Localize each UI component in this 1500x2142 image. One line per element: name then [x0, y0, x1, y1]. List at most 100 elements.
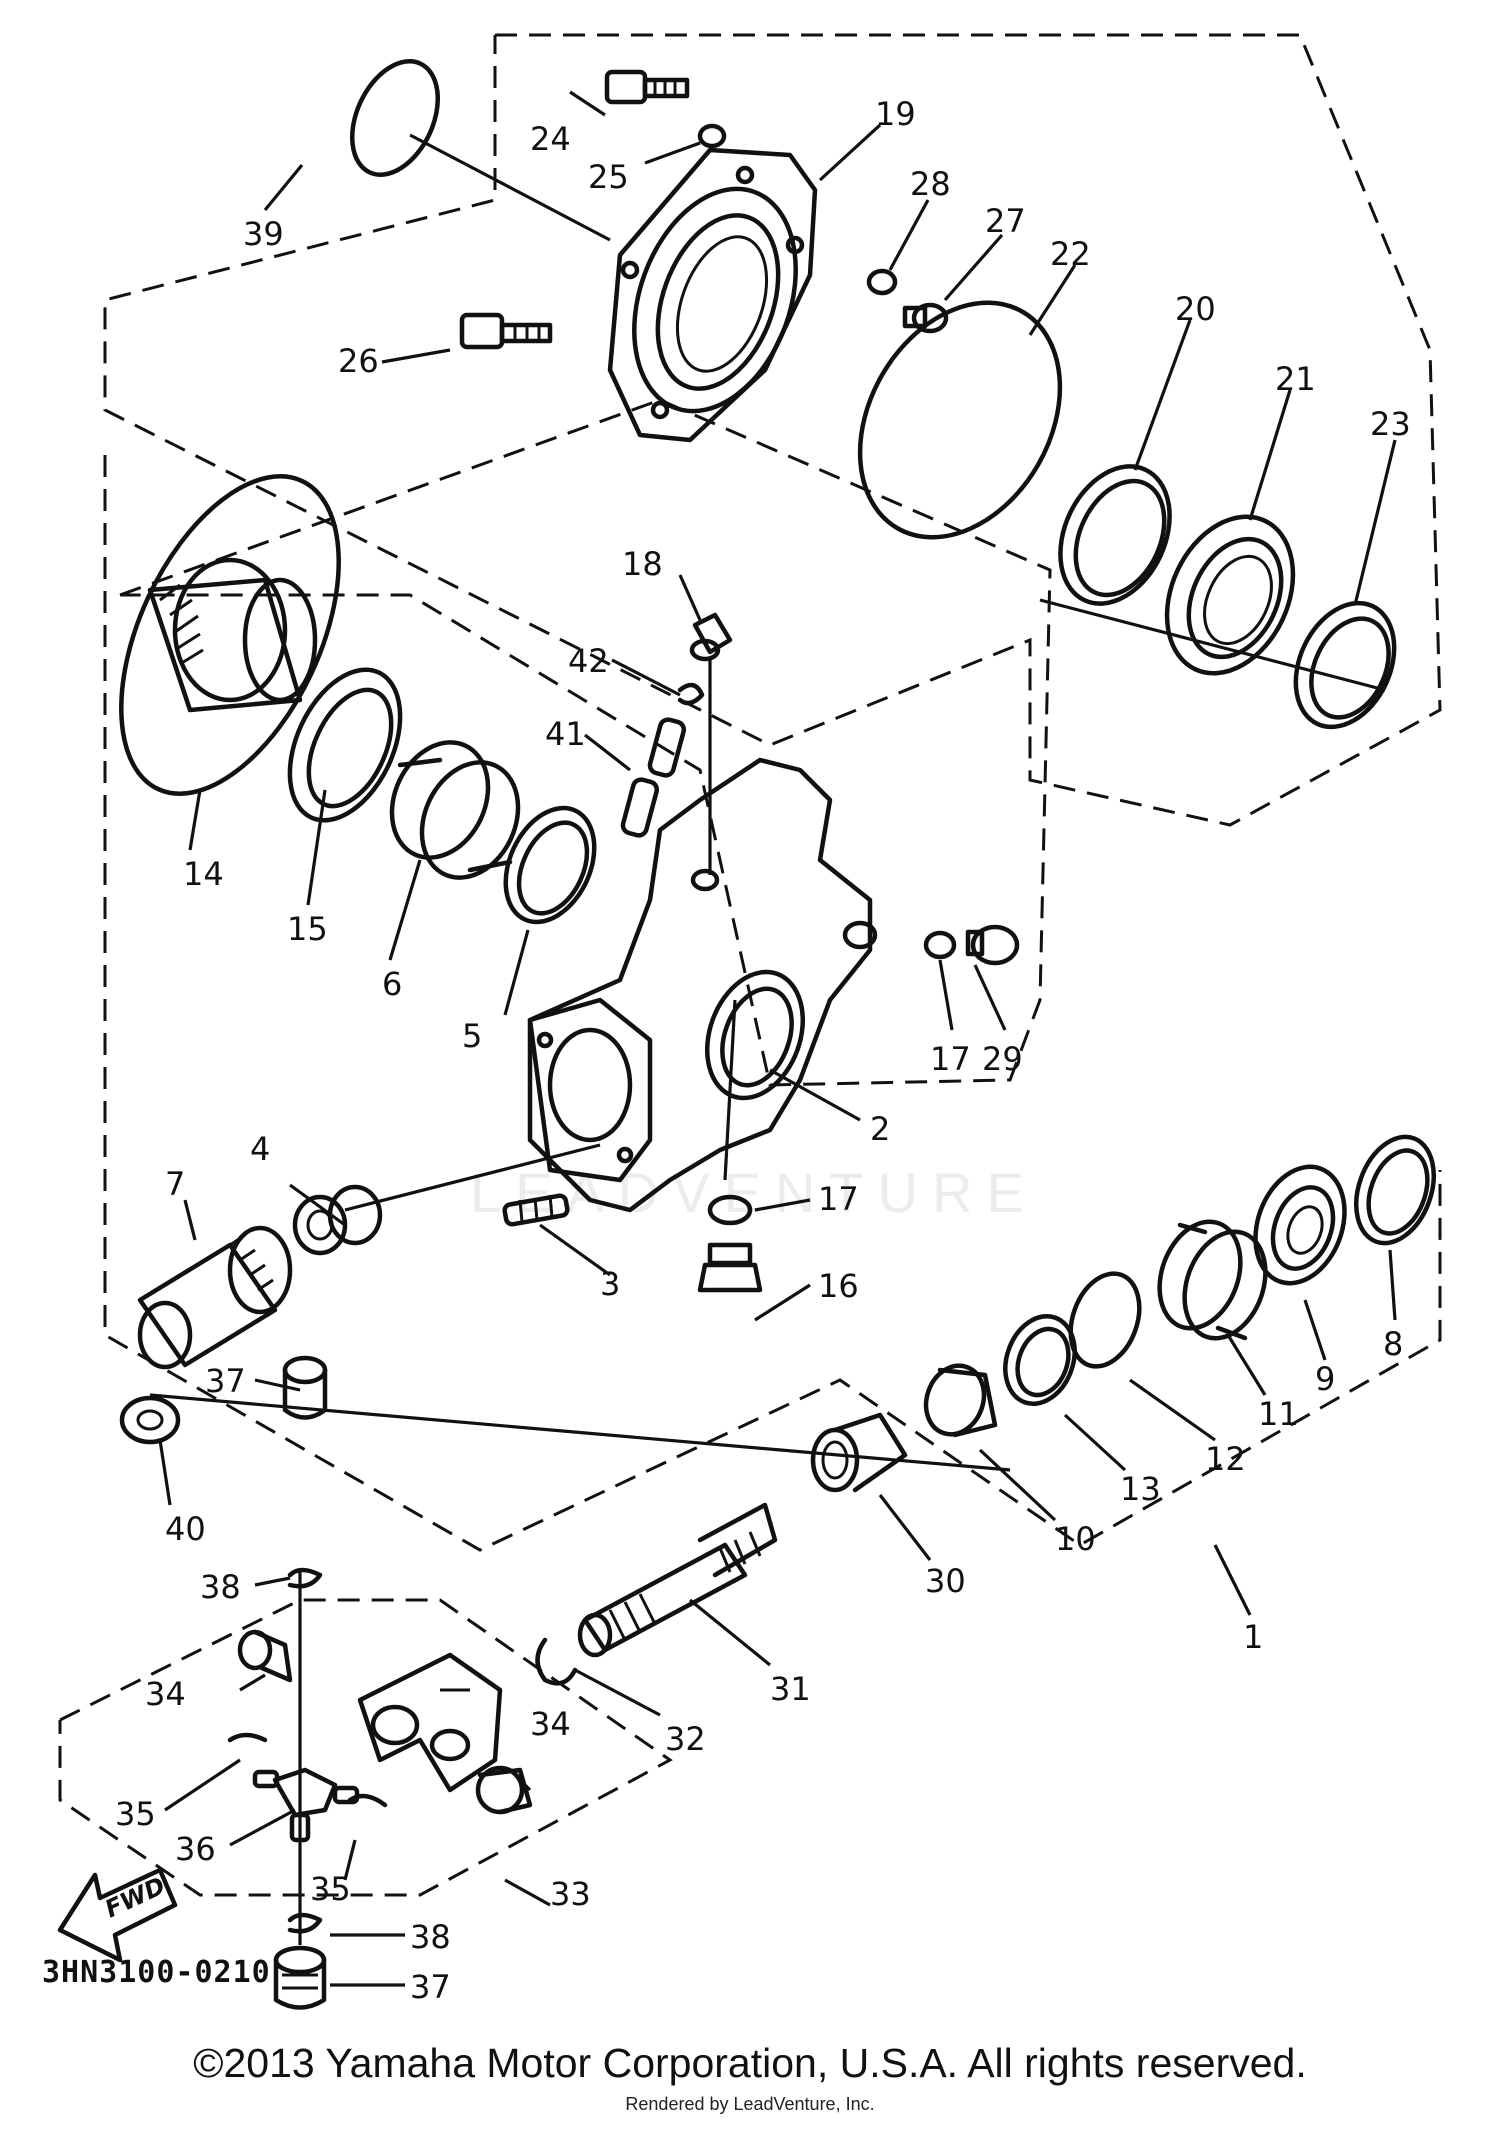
callout-26: 26	[338, 342, 379, 380]
parts: FWD	[57, 59, 1436, 2010]
drive-pinion-gear-7	[137, 1225, 293, 1370]
leader-3	[539, 1223, 611, 1277]
leader-32	[574, 1668, 661, 1717]
bearing-21	[1164, 514, 1296, 676]
boundary-cover-group	[103, 33, 1442, 827]
leader-35b	[343, 1839, 357, 1881]
bearing-30	[810, 1412, 908, 1493]
leader-1	[1213, 1544, 1252, 1616]
bolt-24	[604, 69, 690, 105]
leader-28	[888, 199, 930, 271]
callout-28: 28	[910, 165, 951, 203]
gear-case-cover-19	[607, 147, 818, 443]
leader-36	[229, 1808, 296, 1847]
callout-20: 20	[1175, 290, 1216, 328]
bearing-retainer-11	[1157, 1219, 1268, 1341]
leader-19	[818, 123, 882, 182]
callout-35b: 35	[310, 1870, 351, 1908]
callout-16: 16	[818, 1267, 859, 1305]
collar-4	[292, 1184, 383, 1256]
o-ring-39	[349, 59, 441, 177]
bolt-26	[459, 312, 553, 350]
callout-18: 18	[622, 545, 663, 583]
callout-17a: 17	[930, 1040, 971, 1078]
leader-34a	[239, 1673, 266, 1692]
leader-11	[1226, 1334, 1267, 1396]
leader-18	[678, 574, 702, 621]
pin-41	[620, 717, 687, 838]
leader-15	[306, 789, 327, 906]
leader-13	[1063, 1413, 1127, 1472]
callout-39: 39	[243, 215, 284, 253]
leader-24	[569, 90, 606, 117]
callout-10: 10	[1055, 1520, 1096, 1558]
leader-26	[381, 348, 451, 364]
axis-line-pinion	[149, 1393, 1011, 1472]
callout-38a: 38	[200, 1568, 241, 1606]
leader-33	[504, 1878, 551, 1907]
callout-17b: 17	[818, 1180, 859, 1218]
circlip-38b	[287, 1912, 323, 1934]
callout-3: 3	[600, 1265, 620, 1303]
shim-20	[1058, 464, 1172, 606]
leader-9	[1303, 1299, 1327, 1361]
callout-40: 40	[165, 1510, 206, 1548]
leader-20	[1133, 319, 1192, 471]
stud-bolt-3	[502, 1193, 570, 1227]
bearing-6	[389, 740, 521, 880]
callout-34b: 34	[530, 1705, 571, 1743]
callout-13: 13	[1120, 1470, 1161, 1508]
bearing-9	[1253, 1164, 1347, 1286]
callout-15: 15	[287, 910, 328, 948]
bearing-cup-37a	[282, 1355, 328, 1420]
bolt-27	[902, 302, 949, 334]
callout-14: 14	[183, 855, 224, 893]
shim-8	[1354, 1134, 1436, 1246]
callout-11: 11	[1258, 1395, 1299, 1433]
callout-22: 22	[1050, 235, 1091, 273]
circlip-32	[535, 1637, 578, 1686]
diagram-code: 3HN3100-0210	[42, 1955, 271, 1990]
bearing-cup-37b	[273, 1945, 327, 2010]
leader-30	[878, 1494, 932, 1561]
leader-5	[503, 929, 530, 1016]
leader-40	[158, 1439, 172, 1506]
copyright-text: ©2013 Yamaha Motor Corporation, U.S.A. A…	[193, 2040, 1307, 2086]
leader-38a	[254, 1576, 291, 1587]
callout-35a: 35	[115, 1795, 156, 1833]
axis-line-bearing	[344, 1143, 601, 1212]
washer-25	[697, 123, 727, 149]
assembly-boundaries	[58, 33, 1442, 1897]
o-ring-12	[1068, 1271, 1142, 1369]
leader-8	[1388, 1249, 1397, 1321]
callout-labels: 39 24 25 19 28 27 22 20 21 23 26 18 42 4…	[115, 95, 1411, 2006]
gasket-17a	[923, 930, 957, 960]
leader-37a	[254, 1378, 301, 1392]
callout-29: 29	[982, 1040, 1023, 1078]
leader-17b	[754, 1198, 811, 1212]
leader-10	[978, 1448, 1057, 1522]
callout-37a: 37	[205, 1362, 246, 1400]
callout-36: 36	[175, 1830, 216, 1868]
bearing-cup-34a	[237, 1629, 293, 1683]
nut-40	[119, 1395, 181, 1445]
callout-25: 25	[588, 158, 629, 196]
universal-joint-33	[357, 1652, 503, 1793]
leader-14	[188, 789, 202, 851]
leader-4	[289, 1183, 346, 1227]
leader-29	[973, 964, 1007, 1031]
washer-28	[866, 268, 898, 296]
breather-18	[689, 612, 733, 662]
callout-33: 33	[550, 1875, 591, 1913]
callout-21: 21	[1275, 360, 1316, 398]
o-ring-22	[857, 300, 1063, 540]
gear-case-2	[527, 757, 878, 1213]
circlip-38a	[287, 1567, 323, 1589]
callout-23: 23	[1370, 405, 1411, 443]
callout-8: 8	[1383, 1325, 1403, 1363]
callout-38b: 38	[410, 1918, 451, 1956]
leader-23	[1353, 439, 1397, 606]
callout-34a: 34	[145, 1675, 186, 1713]
